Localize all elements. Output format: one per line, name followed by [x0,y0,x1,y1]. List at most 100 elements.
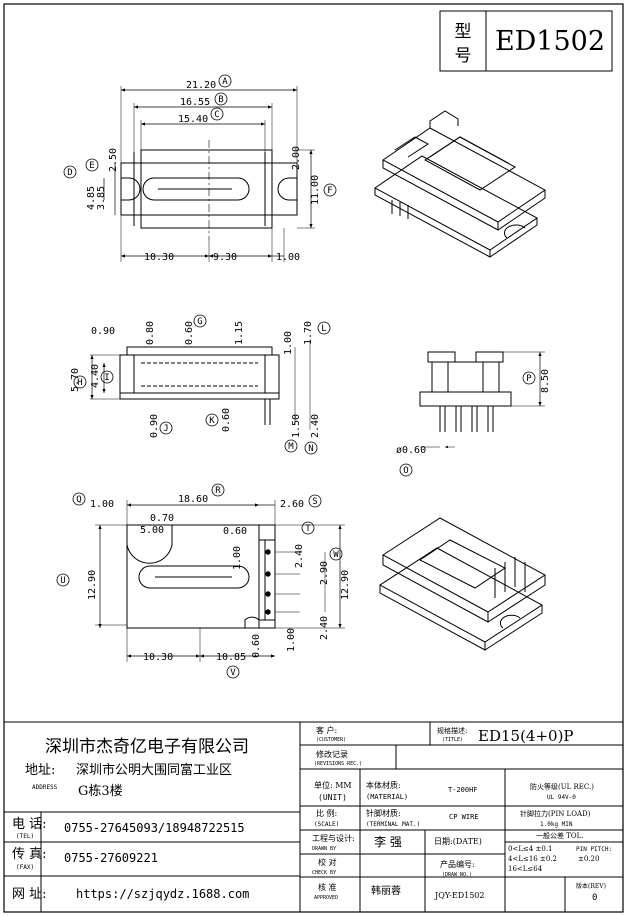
address-label: 地址: [25,763,55,778]
fax-number: 0755-27609221 [64,851,158,865]
dim-11-00: 11.00 [310,175,321,205]
title-block: 深圳市杰奇亿电子有限公司 地址: ADDRESS 深圳市公明大围同富工业区 G栋… [12,725,612,903]
material-value: T-200HF [448,786,478,794]
web-label: 网 址: [12,887,47,902]
drawn-label-en: DRAWN BY [312,846,336,852]
marker-c: C [214,110,219,120]
dim-0-60-bottom-a: 0.60 [223,526,247,537]
approved-label-en: APPROVED [314,895,338,901]
type-label-2: 号 [455,46,472,66]
dim-0-60-a: 0.60 [184,321,195,345]
marker-e: E [89,161,94,171]
revision-number: 0 [592,893,597,903]
marker-k: K [209,416,215,426]
web-url: https://szjqydz.1688.com [76,887,249,901]
dim-1-00-top: 1.00 [276,252,300,263]
marker-w: W [333,550,339,560]
dim-2-40-side: 2.40 [310,414,321,438]
marker-o: O [403,466,408,476]
dim-10-85: 10.85 [216,652,246,663]
marker-p: P [526,374,532,384]
bottom-view-markers: Q R S T U V W [56,483,343,679]
pin-pitch-value: ±0.20 [578,855,599,863]
pin-load-value: 1.0kg MIN [540,821,573,828]
dim-10-30-bottom: 10.30 [143,652,173,663]
title-block-grid [4,721,623,912]
marker-r: R [215,486,221,496]
approved-value: 韩丽蓉 [371,884,401,897]
pin-pitch-label: PIN PITCH: [576,846,612,853]
dim-9-30-top: 9.30 [213,252,237,263]
unit-label-en: (UNIT) [318,793,347,802]
dim-1-15: 1.15 [234,321,245,345]
dim-pin-diameter: ø0.60 [396,445,426,456]
spec-label-en: (TITLE) [442,737,463,743]
tel-label: 电 话: [12,817,47,832]
marker-q: Q [76,495,81,505]
customer-label: 客 户: [316,725,337,735]
tolerance-row-1: 0<L≤4 ±0.1 [508,845,553,853]
dim-1-50: 1.50 [291,414,302,438]
dim-4-40: 4.40 [90,364,101,388]
spec-value: ED15(4+0)P [478,727,574,745]
dim-2-50: 2.50 [108,148,119,172]
side-view-markers: G H I J K L M N [73,314,331,455]
marker-j: J [163,424,168,434]
tel-label-en: (TEL) [16,833,34,840]
fire-rating-value: UL 94V-0 [547,794,576,801]
drawn-value: 李 强 [374,834,402,849]
marker-s: S [312,497,317,507]
dim-21-20: 21.20 [186,80,216,91]
dim-4-85: 4.85 [86,186,97,210]
unit-label: 单位: MM [314,780,352,790]
dim-10-30-top: 10.30 [144,252,174,263]
marker-t: T [305,524,311,534]
terminal-label-en: (TERMINAL MAT.) [366,821,420,828]
marker-l: L [321,324,326,334]
dim-0-70: 0.70 [150,513,174,524]
material-label: 本体材质: [366,780,401,790]
tolerance-row-3: 16<L≤64 [508,865,543,873]
top-view [103,86,315,262]
revision-label-en: (REVISIONS REC.) [314,761,362,767]
dim-1-70: 1.70 [303,321,314,345]
tolerance-label: 一般公差 TOL. [536,831,584,840]
approved-label: 核 准 [318,882,337,892]
iso-view-top [374,110,546,258]
marker-d: D [67,168,72,178]
date-label: 日期:(DATE) [434,837,482,846]
dim-5-00: 5.00 [140,525,164,536]
address-line-1: 深圳市公明大围同富工业区 [76,762,232,778]
address-line-2: G栋3楼 [78,783,123,799]
marker-v: V [230,668,236,678]
bottom-view [95,500,345,662]
dim-12-90-right: 12.90 [340,570,351,600]
model-number: ED1502 [495,26,605,57]
marker-m: M [288,442,294,452]
pin-load-label: 针脚拉力(PIN LOAD) [520,809,591,818]
end-view-markers: O P [399,371,536,477]
dim-0-90-a: 0.90 [91,326,115,337]
dim-2-40-bottom-a: 2.40 [294,544,305,568]
drawn-label: 工程与设计: [312,833,355,843]
revision-number-label: 版本(REV) [576,882,606,890]
marker-u: U [60,576,65,586]
dim-5-70: 5.70 [70,368,81,392]
sheet-border [3,3,624,913]
terminal-value: CP WIRE [449,813,479,821]
company-name: 深圳市杰奇亿电子有限公司 [45,737,249,757]
dim-12-90-left: 12.90 [87,570,98,600]
material-label-en: (MATERIAL) [366,793,408,801]
dim-3-85: 3.85 [96,186,107,210]
tel-number: 0755-27645093/18948722515 [64,821,245,835]
model-box: 型 号 ED1502 [439,10,613,72]
fax-label-en: (FAX) [16,864,34,871]
scale-label: 比 例: [316,808,337,818]
marker-h: H [77,378,82,388]
marker-g: G [197,317,202,327]
fax-label: 传 真: [12,847,47,862]
revision-label: 修改记录 [316,749,348,759]
dim-18-60: 18.60 [178,494,208,505]
marker-a: A [222,77,228,87]
